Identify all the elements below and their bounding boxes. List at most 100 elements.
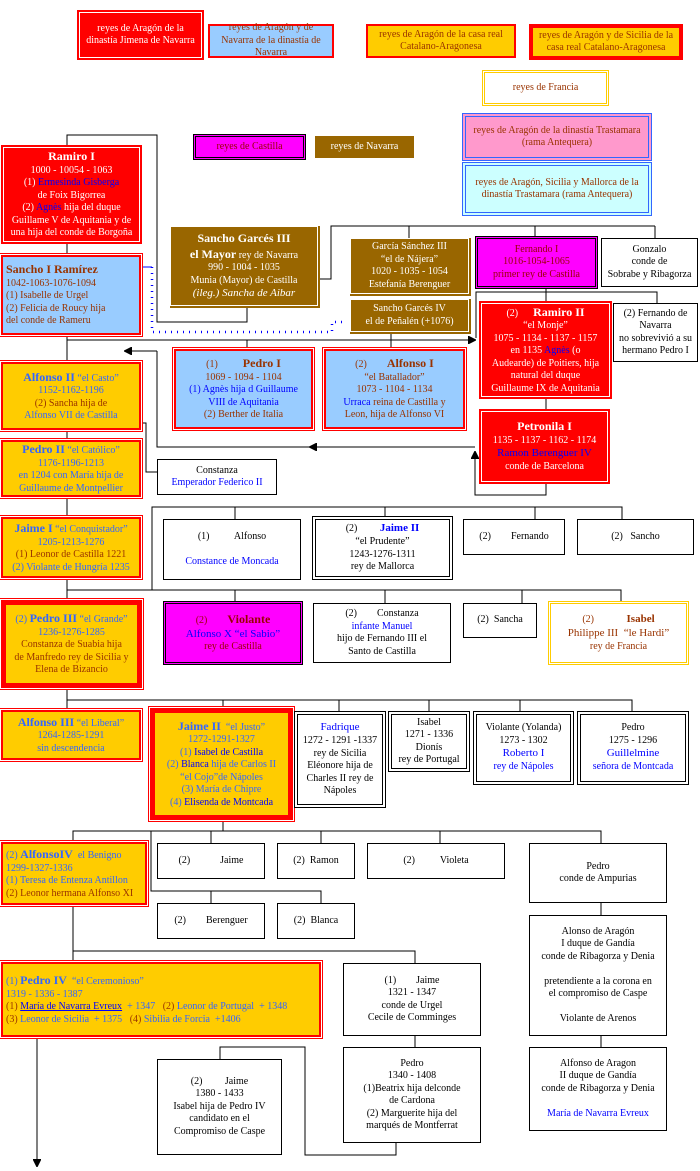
box-line: Alfonso de Aragon — [533, 1058, 663, 1071]
box-line: (2) Agnès hija del duque — [7, 202, 136, 215]
box-line: marqués de Montferrat — [347, 1120, 477, 1133]
box-line: Guillelmine — [584, 747, 682, 761]
text-segment: (2) — [15, 614, 30, 626]
box-line — [533, 1095, 663, 1108]
box-line: (1) Teresa de Entenza Antillon — [6, 875, 142, 888]
text-segment: Alfonso I — [386, 356, 434, 371]
line — [73, 950, 416, 963]
box-line: Guillaume IX de Aquitania — [485, 383, 606, 396]
box-line: Violante (Yolanda) — [480, 722, 567, 735]
text-segment: (2) Felicia de Roucy hija — [6, 302, 106, 314]
box-line: Alfonso III “el Liberal” — [6, 715, 136, 731]
text-segment: (2) Sancho — [611, 530, 660, 542]
box-line: (2) Sancha — [467, 614, 533, 627]
box-line: Constance de Moncada — [167, 556, 297, 569]
box-line: (2) Felicia de Roucy hija — [6, 303, 136, 316]
text-segment: en 1135 — [510, 345, 545, 357]
text-segment: (2) Sancha — [477, 614, 523, 626]
text-segment: “el Liberal” — [74, 717, 125, 729]
text-segment: (o — [569, 345, 581, 357]
text-segment: Isabel — [626, 613, 655, 625]
box-line: (4) Elisenda de Montcada — [158, 797, 285, 810]
text-segment: Alfonso II — [23, 369, 75, 384]
text-segment: 1275 - 1296 — [608, 734, 658, 746]
line — [66, 134, 248, 323]
text-segment: I duque de Gandía — [561, 938, 635, 949]
box-line: 1275 - 1296 — [584, 735, 682, 748]
text-segment: 1321 - 1347 — [387, 987, 437, 998]
line — [67, 589, 622, 601]
box-line: (2) Pedro III “el Grande” — [9, 611, 134, 627]
text-segment: del conde de Rameru — [6, 315, 91, 327]
box-line: (1) Ermesinda Gisberga — [7, 177, 136, 190]
box-line: conde de Ribagorza y Denia — [533, 951, 663, 964]
text-segment: Violante de Arenos — [559, 1013, 637, 1024]
text-segment: “el Católico” — [64, 445, 120, 456]
text-segment: (3) — [6, 1013, 21, 1025]
text-segment: hermano Pedro I — [622, 345, 689, 356]
box-line: (2) Jaime — [161, 1076, 278, 1089]
legend-castilla: reyes de Castilla — [193, 134, 306, 160]
box-line: Emperador Federico II — [161, 477, 273, 490]
text-segment: señora de Montcada — [592, 761, 674, 773]
box-line: (2) Fernando — [467, 531, 561, 544]
text-segment[interactable]: María de Navarra Evreux — [20, 1001, 123, 1012]
legend-label: reyes de Francia — [512, 81, 579, 93]
text-segment: “el Conquistador” — [52, 524, 128, 535]
box-line: 1075 - 1134 - 1137 - 1157 — [485, 333, 606, 346]
text-segment: 1016-1054-1065 — [503, 256, 570, 268]
text-segment: infante Manuel — [351, 620, 413, 632]
text-segment: Sancho Garcés IV — [373, 303, 446, 314]
box-line: rey de Portugal — [395, 754, 463, 767]
box-line: I duque de Gandía — [533, 938, 663, 951]
box-line: Ramon Berenguer IV — [485, 447, 604, 461]
person-sancho: (2) Sancho — [577, 519, 694, 555]
box-line: 1236-1276-1285 — [9, 627, 134, 640]
text-segment: II duque de Gandía — [559, 1070, 637, 1082]
box-line: de Foix Bigorrea — [7, 190, 136, 203]
box-line: primer rey de Castilla — [481, 269, 592, 282]
line — [475, 452, 547, 496]
box-line: una hija del conde de Borgoña — [7, 227, 136, 240]
text-segment: primer rey de Castilla — [493, 268, 580, 280]
text-segment: “el Casto” — [74, 372, 119, 384]
box-line: 1135 - 1137 - 1162 - 1174 — [485, 435, 604, 448]
text-segment: “el Batallador” — [364, 371, 425, 383]
legend-label: reyes de Navarra — [330, 140, 399, 152]
text-segment: Violante — [227, 612, 271, 627]
text-segment: Violante (Yolanda) — [485, 722, 562, 734]
text-segment: VIII de Aquitania — [208, 396, 279, 408]
text-segment: Alfonso VII de Castilla — [24, 410, 118, 421]
box-line: en 1204 con María hija de — [6, 470, 136, 483]
person-ramiro-ii: (2) Ramiro II“el Monje”1075 - 1134 - 113… — [481, 303, 610, 397]
box-line: 1073 - 1104 - 1134 — [329, 384, 460, 397]
text-segment: 1272 - 1291 -1337 — [302, 735, 378, 747]
box-line: Munia (Mayor) de Castilla — [174, 275, 314, 288]
text-segment: (2) Fernando — [479, 530, 549, 542]
box-line: Sancho Garcés IV — [354, 303, 465, 316]
text-segment: Alfonso de Aragon — [559, 1057, 637, 1069]
box-line: Cecile de Comminges — [347, 1012, 477, 1025]
line — [318, 225, 655, 280]
text-segment: 1020 - 1035 - 1054 — [371, 266, 448, 277]
text-segment: conde de — [631, 256, 668, 268]
line — [67, 699, 633, 711]
text-segment: 990 - 1004 - 1035 — [208, 262, 280, 274]
box-line: Alonso de Aragón — [533, 926, 663, 939]
text-segment: (2) Blanca — [293, 914, 339, 926]
box-line: Fernando I — [481, 244, 592, 257]
box-line: (2) Ramiro II — [485, 305, 606, 321]
text-segment: Elisenda de Montcada — [184, 796, 274, 808]
box-line: infante Manuel — [317, 621, 447, 634]
box-line: 1069 - 1094 - 1104 — [179, 372, 308, 385]
text-segment: Sibilia de Forcia +1406 — [143, 1013, 241, 1025]
person-blanca: (2) Blanca — [277, 903, 355, 939]
